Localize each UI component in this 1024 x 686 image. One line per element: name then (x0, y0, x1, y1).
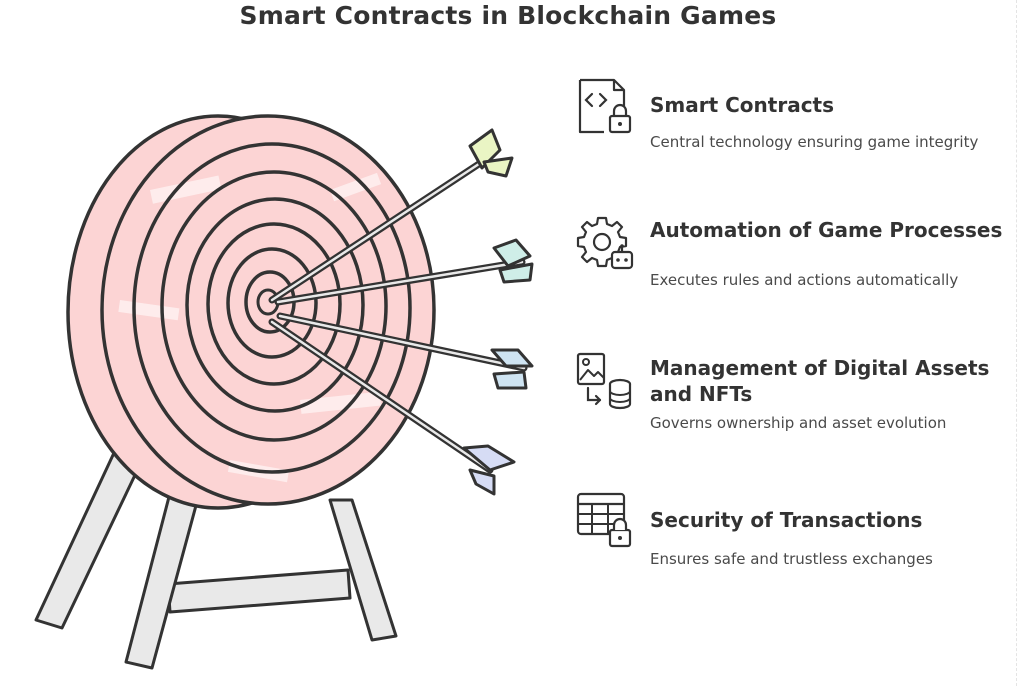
item-heading: Management of Digital Assets and NFTs (650, 356, 990, 406)
gear-robot-icon (576, 216, 634, 270)
item-description: Governs ownership and asset evolution (650, 414, 947, 432)
target-board (66, 114, 436, 510)
item-security-of-transactions: Security of Transactions Ensures safe an… (574, 490, 1014, 580)
stand-back-leg (328, 498, 398, 642)
arrow-3-fletching (490, 348, 534, 368)
item-description: Executes rules and actions automatically (650, 271, 959, 289)
image-database-icon (576, 352, 632, 410)
arrow-2 (274, 238, 534, 306)
page-edge-divider (1016, 0, 1017, 686)
item-heading: Security of Transactions (650, 508, 923, 532)
item-management-of-digital-assets: Management of Digital Assets and NFTs Go… (574, 350, 1014, 450)
ring-3 (185, 197, 365, 413)
arrows (268, 128, 534, 496)
ring-1 (132, 142, 412, 474)
table-lock-icon (576, 492, 632, 548)
item-heading: Smart Contracts (650, 93, 835, 117)
archery-target-illustration (34, 114, 534, 670)
item-heading: Automation of Game Processes (650, 218, 1003, 242)
code-file-lock-icon (578, 78, 632, 134)
item-smart-contracts: Smart Contracts Central technology ensur… (574, 76, 1014, 186)
ring-2 (160, 170, 388, 442)
ring-5 (226, 247, 318, 359)
arrow-1-fletching (468, 128, 502, 170)
target-rings (132, 142, 412, 474)
arrow-3 (276, 312, 534, 390)
arrow-4 (268, 318, 516, 496)
arrow-1 (268, 128, 514, 304)
arrow-2-fletching (492, 238, 532, 268)
target-stand (34, 438, 398, 670)
page-title: Smart Contracts in Blockchain Games (239, 1, 777, 30)
item-description: Ensures safe and trustless exchanges (650, 550, 933, 568)
stand-crossbar (166, 568, 352, 614)
item-automation-of-game-processes: Automation of Game Processes Executes ru… (574, 212, 1014, 322)
arrow-4-fletching (462, 444, 516, 472)
item-description: Central technology ensuring game integri… (650, 133, 979, 151)
ring-4 (206, 222, 342, 386)
